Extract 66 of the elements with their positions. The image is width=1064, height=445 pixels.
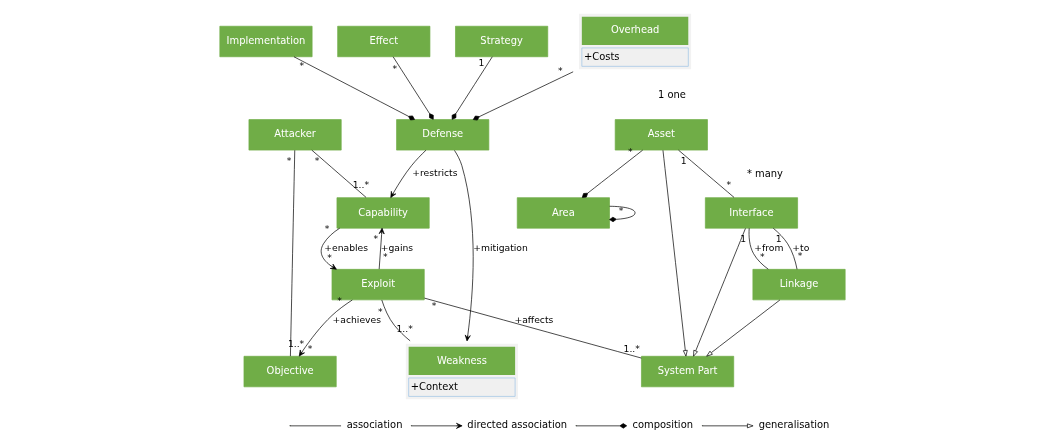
label: * <box>324 223 329 235</box>
edge-label: +restricts <box>411 167 458 179</box>
connector <box>451 56 493 120</box>
arrow <box>453 150 474 342</box>
label: 1..* <box>352 179 369 191</box>
legend-label: composition <box>632 419 693 431</box>
arrow <box>298 299 353 357</box>
connector <box>677 149 734 198</box>
label: * <box>298 60 304 72</box>
label: * <box>392 62 397 74</box>
edge-label: +affects <box>513 313 553 325</box>
node-box: Objective <box>243 355 337 388</box>
node-box: System Part <box>640 355 734 388</box>
edge-label: +mitigation <box>472 242 528 254</box>
arrow <box>705 299 780 357</box>
arrow <box>378 227 385 270</box>
node-box: Implementation <box>219 25 312 58</box>
connector <box>392 56 434 120</box>
label: 1..* <box>623 343 640 355</box>
label: * <box>326 252 332 263</box>
connector <box>748 227 769 270</box>
connector <box>772 227 797 270</box>
label: 1 <box>680 155 687 167</box>
label: * <box>627 146 633 158</box>
arrow <box>320 227 340 270</box>
node-box: Attacker <box>248 119 342 151</box>
arrow <box>389 149 426 198</box>
legend-label: directed association <box>466 419 567 431</box>
label: 1 <box>775 233 782 245</box>
connector <box>581 149 643 198</box>
connector <box>380 299 410 342</box>
label: * <box>314 155 319 167</box>
connector <box>423 297 642 359</box>
node-box: Linkage <box>752 269 845 301</box>
edge-label: +from <box>753 242 783 254</box>
label: * <box>373 232 378 244</box>
label: * <box>725 179 731 191</box>
connector <box>289 149 295 357</box>
label: * <box>759 251 765 263</box>
label: 1..* <box>396 322 413 334</box>
legend-label: generalisation <box>758 419 829 431</box>
label: * <box>431 299 436 311</box>
node-box: Strategy <box>454 25 548 58</box>
connector <box>608 205 635 223</box>
label: 1 <box>478 57 484 69</box>
connector <box>293 56 415 121</box>
connector <box>472 71 573 121</box>
node-box: Defense <box>395 119 489 151</box>
edge-label: +gains <box>380 242 413 254</box>
node-box: Interface <box>704 197 798 229</box>
legend-label: association <box>346 419 402 431</box>
arrow <box>662 149 688 357</box>
connector <box>311 149 366 198</box>
label: * <box>286 155 291 167</box>
edge-label: +enables <box>323 242 368 254</box>
label: * many <box>746 167 783 179</box>
label: 1 <box>739 232 746 244</box>
arrow <box>692 228 746 357</box>
label: * <box>307 342 312 354</box>
node-box: Capability <box>336 197 430 229</box>
label: * <box>618 205 623 217</box>
node-box: Effect <box>336 25 430 58</box>
label: * <box>557 65 563 77</box>
node-box: Area <box>516 197 610 229</box>
label: * <box>382 251 388 263</box>
label: 1 one <box>657 89 686 101</box>
